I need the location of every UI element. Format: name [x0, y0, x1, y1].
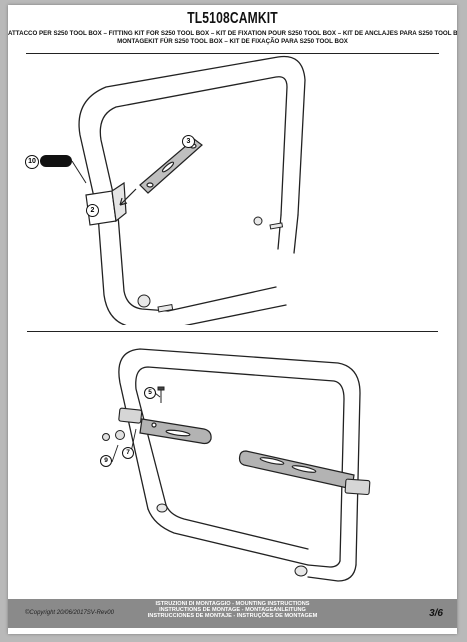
subtitle-line-1: ATTACCO PER S250 TOOL BOX – FITTING KIT … — [8, 30, 457, 37]
footer-instructions: ISTRUZIONI DI MONTAGGIO - MOUNTING INSTR… — [8, 601, 457, 620]
callout-3: 3 — [182, 135, 195, 148]
frame-tube-outer — [78, 55, 306, 216]
section-divider — [27, 331, 438, 332]
callout-7: 7 — [122, 447, 134, 459]
footer-bar: ©Copyright 20/06/2017SV-Rev00 ISTRUZIONI… — [8, 599, 457, 628]
callout-2: 2 — [86, 204, 99, 217]
footer-line-3: INSTRUCCIONES DE MONTAJE - INSTRUÇÕES DE… — [147, 613, 318, 620]
footer-line-2: INSTRUCTIONS DE MONTAGE - MONTAGEANLEITU… — [159, 607, 306, 614]
bottom-illustration — [102, 348, 371, 582]
bracket-left — [139, 418, 212, 445]
clamp-right — [344, 478, 371, 496]
screw-5 — [157, 386, 165, 403]
subtitle-line-2: MONTAGEKIT FÜR S250 TOOL BOX – KIT DE FI… — [117, 38, 348, 45]
document-title: TL5108CAMKIT — [187, 10, 278, 27]
page-number: 3/6 — [429, 608, 443, 619]
document-page: TL5108CAMKIT ATTACCO PER S250 TOOL BOX –… — [8, 5, 457, 634]
callout-5: 5 — [144, 387, 156, 399]
callout-9: 9 — [100, 455, 112, 467]
copyright: ©Copyright 20/06/2017SV-Rev00 — [25, 610, 114, 616]
frame-tube-inner — [99, 76, 288, 216]
nut-washer — [102, 430, 125, 441]
feet — [156, 503, 308, 577]
footer-line-1: ISTRUZIONI DI MONTAGGIO - MOUNTING INSTR… — [155, 601, 310, 607]
rubber-pad-10 — [40, 155, 72, 167]
assembly-arrow — [119, 188, 137, 206]
frame-tube-inner-bottom — [135, 366, 345, 562]
frame-tube-outer-bottom — [118, 348, 361, 566]
bracket-right — [238, 450, 355, 490]
bolt-bottom — [137, 216, 284, 313]
callout-10: 10 — [25, 155, 39, 169]
clamp-left — [118, 407, 143, 424]
header-rule — [26, 53, 439, 54]
